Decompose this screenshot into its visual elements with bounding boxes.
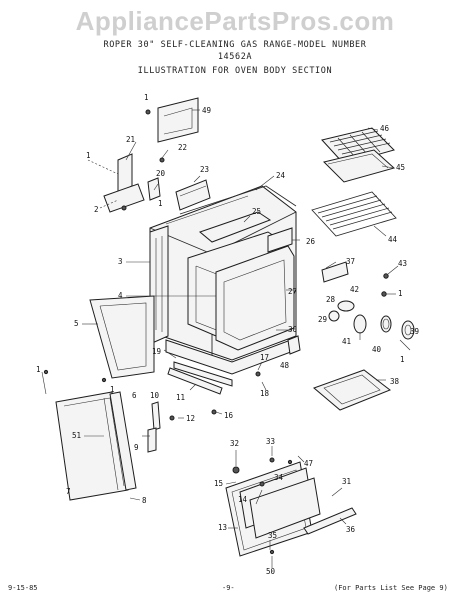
callout-37: 37 xyxy=(346,257,355,266)
callout-51: 51 xyxy=(72,431,81,440)
burner-parts xyxy=(167,335,301,415)
callout-1e: 1 xyxy=(400,355,405,364)
callout-22: 22 xyxy=(178,143,187,152)
callout-43: 43 xyxy=(398,259,407,268)
callout-4: 4 xyxy=(118,291,123,300)
footer-date: 9-15-85 xyxy=(8,584,38,592)
side-panel-5 xyxy=(89,295,155,379)
callout-labels: 49 1 21 22 1 20 23 24 2 1 25 26 3 4 27 5… xyxy=(36,93,419,576)
oven-door-panel xyxy=(43,369,137,501)
callout-34: 34 xyxy=(274,473,284,482)
callout-26: 26 xyxy=(306,237,316,246)
callout-10: 10 xyxy=(150,391,160,400)
diagram-subtitle: ILLUSTRATION FOR OVEN BODY SECTION xyxy=(137,66,333,76)
callout-17: 17 xyxy=(260,353,269,362)
callout-3: 3 xyxy=(118,257,123,266)
door-hinge xyxy=(147,401,175,453)
callout-11: 11 xyxy=(176,393,185,402)
callout-14: 14 xyxy=(238,495,248,504)
broiler-pan xyxy=(321,127,396,183)
leader-lines xyxy=(41,109,411,568)
callout-46: 46 xyxy=(380,124,390,133)
callout-12: 12 xyxy=(186,414,195,423)
callout-50: 50 xyxy=(266,567,276,576)
callout-38: 38 xyxy=(390,377,400,386)
callout-28: 28 xyxy=(326,295,336,304)
callout-27: 27 xyxy=(288,287,297,296)
callout-20: 20 xyxy=(156,169,166,178)
callout-1a: 1 xyxy=(144,93,149,102)
callout-16: 16 xyxy=(224,411,234,420)
vent-bracket xyxy=(103,153,165,213)
callout-1d: 1 xyxy=(398,289,403,298)
callout-8: 8 xyxy=(142,496,147,505)
callout-30: 30 xyxy=(288,325,298,334)
callout-21: 21 xyxy=(126,135,135,144)
callout-45: 45 xyxy=(396,163,405,172)
callout-25: 25 xyxy=(252,207,261,216)
callout-33: 33 xyxy=(266,437,275,446)
callout-1b: 1 xyxy=(86,151,91,160)
callout-15: 15 xyxy=(214,479,223,488)
callout-36: 36 xyxy=(346,525,356,534)
model-number: 14562A xyxy=(217,52,253,62)
callout-6: 6 xyxy=(132,391,137,400)
callout-35: 35 xyxy=(268,531,277,540)
callout-49: 49 xyxy=(202,106,211,115)
oven-body xyxy=(149,185,297,375)
diagram-title: ROPER 30" SELF-CLEANING GAS RANGE-MODEL … xyxy=(103,40,367,50)
callout-31: 31 xyxy=(342,477,351,486)
callout-1g: 1 xyxy=(110,385,115,394)
callout-44: 44 xyxy=(388,235,398,244)
callout-1f: 1 xyxy=(36,365,41,374)
callout-9: 9 xyxy=(134,443,139,452)
oven-bottom-panel xyxy=(313,369,392,411)
bracket-49 xyxy=(145,97,199,143)
site-watermark: AppliancePartsPros.com xyxy=(75,6,395,36)
callout-41: 41 xyxy=(342,337,351,346)
callout-32: 32 xyxy=(230,439,239,448)
callout-18: 18 xyxy=(260,389,270,398)
callout-48: 48 xyxy=(280,361,290,370)
light-assembly xyxy=(321,261,415,340)
callout-13: 13 xyxy=(218,523,227,532)
callout-29: 29 xyxy=(318,315,327,324)
footer-page-number: -9- xyxy=(222,584,235,592)
oven-rack xyxy=(311,191,397,237)
callout-7: 7 xyxy=(66,487,71,496)
callout-24: 24 xyxy=(276,171,286,180)
callout-23: 23 xyxy=(200,165,209,174)
inner-door-assembly xyxy=(225,457,357,557)
footer-parts-note: (For Parts List See Page 9) xyxy=(334,584,448,592)
callout-42: 42 xyxy=(350,285,359,294)
callout-2: 2 xyxy=(94,205,99,214)
callout-39: 39 xyxy=(410,327,419,336)
oven-top-parts xyxy=(175,179,293,253)
callout-19: 19 xyxy=(152,347,161,356)
callout-47: 47 xyxy=(304,459,313,468)
callout-5: 5 xyxy=(74,319,79,328)
callout-40: 40 xyxy=(372,345,382,354)
callout-1c: 1 xyxy=(158,199,163,208)
